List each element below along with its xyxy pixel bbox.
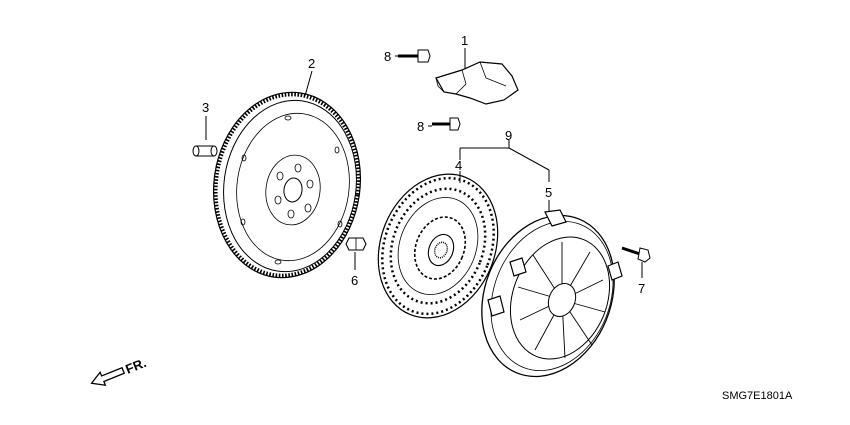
callout-6: 6	[351, 273, 358, 288]
bracket-bolt-lower	[432, 117, 461, 131]
callout-2: 2	[308, 56, 315, 71]
front-arrow-icon	[90, 366, 126, 387]
front-label: FR.	[123, 355, 148, 377]
callout-8-lower: 8	[417, 119, 424, 134]
callout-9: 9	[505, 128, 512, 143]
pressure-plate	[481, 209, 623, 378]
bracket	[435, 61, 519, 105]
flywheel	[212, 91, 362, 279]
bracket-bolt-upper	[398, 49, 431, 63]
callout-1: 1	[461, 33, 468, 48]
front-direction-indicator: FR.	[90, 355, 148, 387]
leader-lines	[205, 48, 643, 278]
pressure-plate-bolt	[621, 246, 651, 263]
pilot-bushing	[192, 145, 218, 157]
callout-3: 3	[202, 100, 209, 115]
callout-8-upper: 8	[384, 49, 391, 64]
diagram-code: SMG7E1801A	[722, 390, 793, 402]
callout-5: 5	[545, 185, 552, 200]
callout-7: 7	[638, 281, 645, 296]
flywheel-bolt	[345, 237, 367, 251]
callouts: 1 2 3 4 5 6 7 8 8 9	[202, 33, 645, 296]
callout-4: 4	[455, 158, 462, 173]
clutch-disc	[377, 173, 499, 319]
